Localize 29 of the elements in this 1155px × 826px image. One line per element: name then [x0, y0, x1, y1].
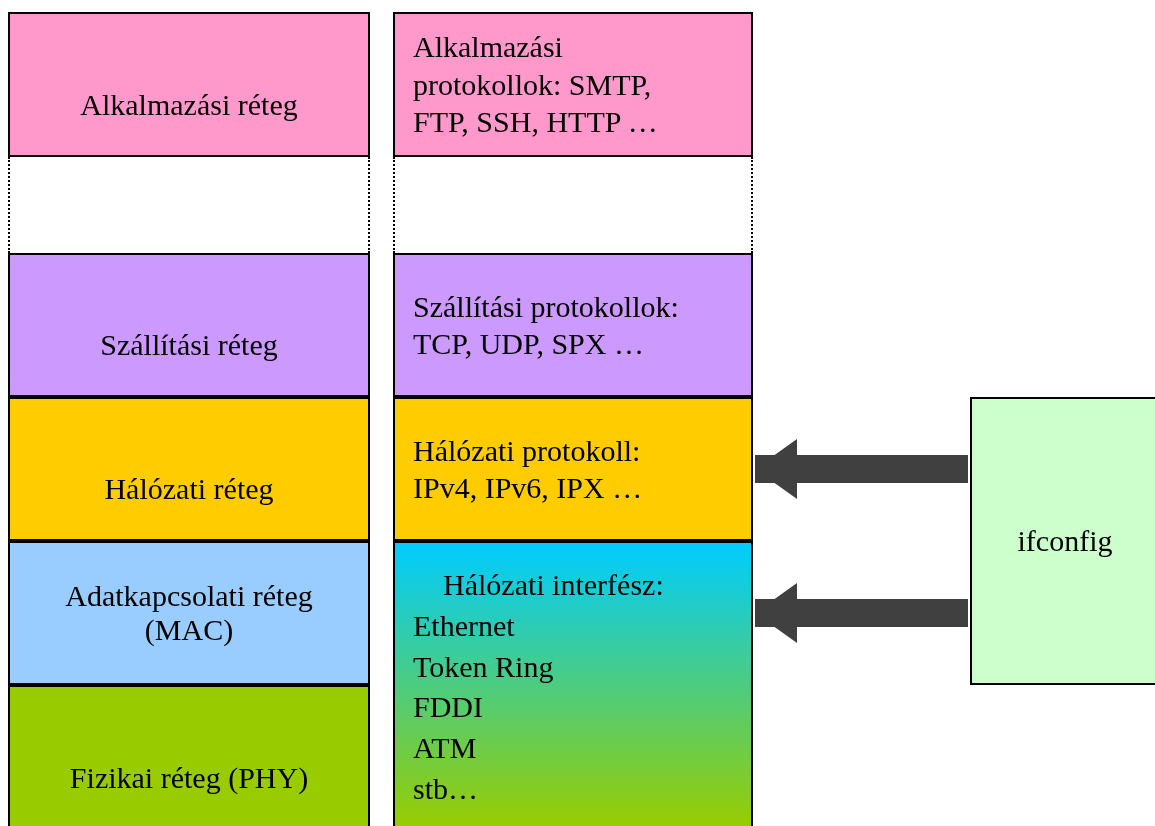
- box-label: Adatkapcsolati réteg (MAC): [64, 579, 314, 647]
- layer-box: [8, 685, 370, 826]
- box-label: Szállítási protokollok: TCP, UDP, SPX …: [413, 288, 680, 362]
- list-item: Token Ring: [413, 648, 554, 685]
- protocol-box: [393, 397, 753, 541]
- spacer-box: [393, 157, 753, 253]
- layer-box: [8, 12, 370, 157]
- spacer-box: [8, 157, 370, 253]
- list-item: ATM: [413, 730, 477, 767]
- layer-box: [8, 541, 370, 685]
- interface-box: [393, 541, 753, 826]
- protocol-box: [393, 12, 753, 157]
- layer-box: [8, 253, 370, 397]
- box-label: Hálózati réteg: [104, 472, 274, 506]
- box-heading: Hálózati interfész:: [442, 567, 664, 603]
- tool-box: [970, 397, 1155, 685]
- layer-box: [8, 397, 370, 541]
- list-item: FDDI: [413, 689, 483, 726]
- box-label: ifconfig: [1017, 524, 1113, 558]
- box-label: Alkalmazási protokollok: SMTP, FTP, SSH, HTTP …: [413, 29, 659, 141]
- protocol-box: [393, 253, 753, 397]
- box-label: Fizikai réteg (PHY): [69, 760, 309, 795]
- list-item: Ethernet: [413, 607, 515, 644]
- list-item: stb…: [413, 771, 478, 807]
- arrow: [755, 439, 968, 499]
- box-label: Alkalmazási réteg: [80, 87, 298, 122]
- box-label: Szállítási réteg: [100, 328, 278, 362]
- arrow: [755, 583, 968, 643]
- box-label: Hálózati protokoll: IPv4, IPv6, IPX …: [413, 432, 644, 506]
